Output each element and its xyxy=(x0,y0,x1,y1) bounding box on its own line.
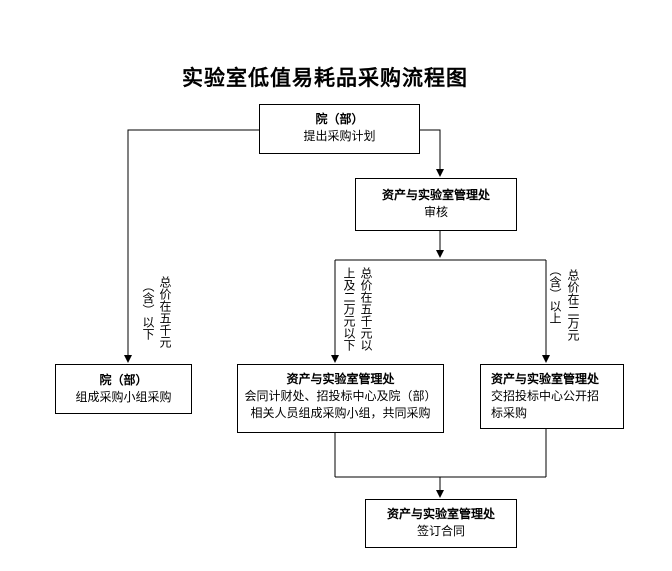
node-group-body: 组成采购小组采购 xyxy=(75,390,172,404)
node-joint: 资产与实验室管理处 会同计财处、招投标中心及院（部） 相关人员组成采购小组，共同… xyxy=(237,364,444,433)
node-review-body: 审核 xyxy=(423,205,448,219)
connector-plan-to-review xyxy=(420,129,444,177)
node-group: 院（部） 组成采购小组采购 xyxy=(55,364,192,414)
node-tender-head: 资产与实验室管理处 xyxy=(491,372,600,386)
edge-label-under5k-a: 总价在五千元 xyxy=(158,276,172,348)
node-tender: 资产与实验室管理处 交招投标中心公开招 标采购 xyxy=(480,364,624,429)
node-review-head: 资产与实验室管理处 xyxy=(381,188,490,202)
edge-label-mid-a: 总价在五千元以 xyxy=(359,267,373,351)
node-joint-head: 资产与实验室管理处 xyxy=(286,372,395,386)
node-joint-body-line1: 会同计财处、招投标中心及院（部） xyxy=(244,389,437,403)
node-contract-head: 资产与实验室管理处 xyxy=(386,507,495,521)
node-contract: 资产与实验室管理处 签订合同 xyxy=(365,499,517,548)
connector-plan-to-group xyxy=(124,129,259,363)
edge-label-over20k-a: 总价在二万元 xyxy=(566,269,580,341)
edge-label-over20k-b: （含）以上 xyxy=(548,264,562,324)
node-contract-body: 签订合同 xyxy=(416,524,465,538)
edge-label-under5k-b: （含）以下 xyxy=(141,280,155,340)
node-plan: 院（部） 提出采购计划 xyxy=(259,104,420,154)
node-plan-head: 院（部） xyxy=(315,112,364,126)
page-title: 实验室低值易耗品采购流程图 xyxy=(182,66,468,90)
node-review: 资产与实验室管理处 审核 xyxy=(355,178,517,231)
node-group-head: 院（部） xyxy=(99,373,148,387)
node-tender-body-line1: 交招投标中心公开招 xyxy=(491,389,600,403)
node-plan-body: 提出采购计划 xyxy=(303,129,376,143)
node-tender-body-line2: 标采购 xyxy=(491,406,528,420)
edge-label-mid-b: 上及二万元以下 xyxy=(342,267,356,351)
node-joint-body-line2: 相关人员组成采购小组，共同采购 xyxy=(250,406,431,420)
